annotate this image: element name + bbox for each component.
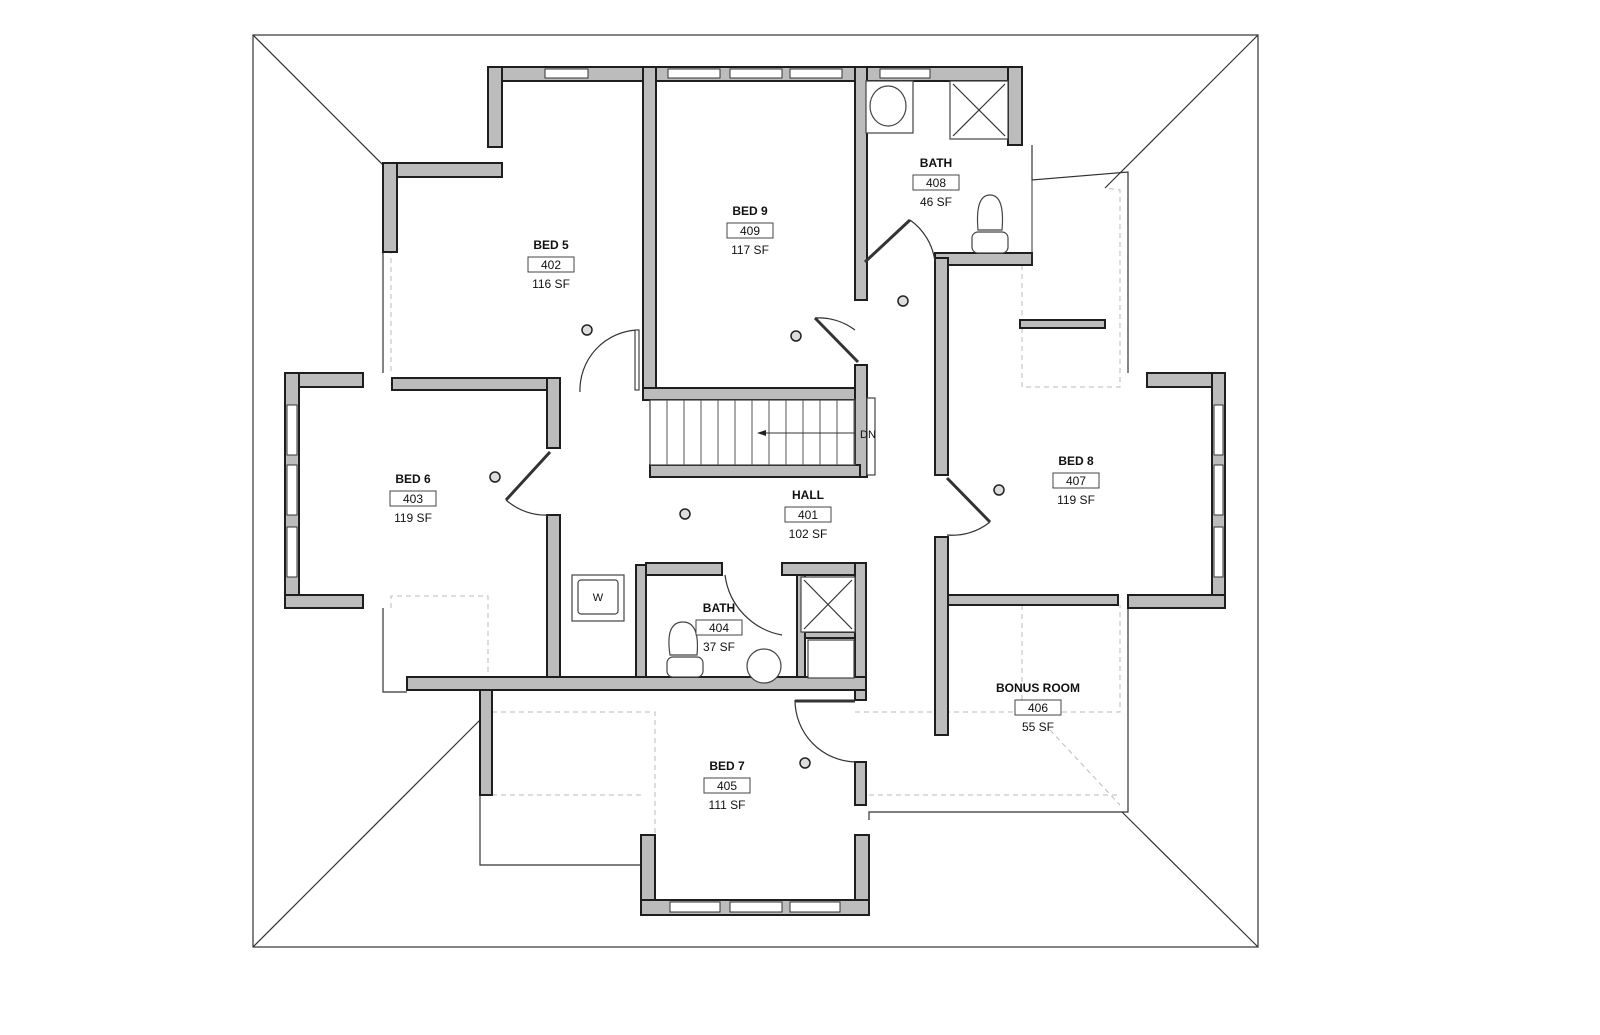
room-area: 55 SF <box>1022 720 1054 734</box>
ceiling-light-icon <box>993 484 1005 496</box>
room-number-box <box>389 490 437 507</box>
room-number-box <box>527 256 575 273</box>
ceiling-lines <box>390 176 1121 835</box>
doors <box>504 218 992 763</box>
room-number: 402 <box>541 258 561 272</box>
room-name: BED 9 <box>732 204 768 218</box>
room-number-box <box>703 777 751 794</box>
room-area: 102 SF <box>789 527 828 541</box>
room-label: BED 7 405 111 SF <box>703 759 751 812</box>
room-name: BATH <box>920 156 952 170</box>
stair: DN <box>649 397 876 476</box>
toilet-icon <box>976 194 1004 231</box>
room-area: 119 SF <box>1057 493 1095 507</box>
room-name: BED 8 <box>1058 454 1094 468</box>
ceiling-light-icon <box>897 295 909 307</box>
fixtures: W <box>571 80 1009 684</box>
room-area: 46 SF <box>920 195 952 209</box>
toilet-icon <box>668 621 699 656</box>
room-number: 403 <box>403 492 423 506</box>
room-number: 408 <box>926 176 946 190</box>
room-label: BATH 408 46 SF <box>912 156 960 209</box>
room-name: BONUS ROOM <box>996 681 1080 695</box>
room-label: BED 9 409 117 SF <box>726 204 774 257</box>
room-area: 117 SF <box>731 243 769 257</box>
room-number: 405 <box>717 779 737 793</box>
washer-label: W <box>593 592 604 604</box>
room-labels: BED 5 402 116 SF BED 9 409 117 SF BATH 408 46 SF… <box>389 156 1100 812</box>
room-name: BATH <box>703 601 735 615</box>
ceiling-light-icon <box>799 757 811 769</box>
room-label: BED 8 407 119 SF <box>1052 454 1100 507</box>
room-number-box <box>1052 472 1100 489</box>
ceiling-lights <box>489 295 1005 769</box>
windows <box>286 68 1224 913</box>
linen-closet <box>807 639 855 679</box>
room-label: HALL 401 102 SF <box>784 488 832 541</box>
room-number: 409 <box>740 224 760 238</box>
room-number: 404 <box>709 621 729 635</box>
room-number-box <box>726 222 774 239</box>
ceiling-light-icon <box>489 471 501 483</box>
room-area: 111 SF <box>709 798 746 812</box>
room-number-box <box>784 506 832 523</box>
room-number-box <box>912 174 960 191</box>
room-number: 407 <box>1066 474 1086 488</box>
ceiling-light-icon <box>679 508 691 520</box>
room-name: BED 7 <box>709 759 745 773</box>
room-label: BONUS ROOM 406 55 SF <box>996 681 1080 734</box>
room-area: 119 SF <box>394 511 432 525</box>
room-name: BED 6 <box>395 472 431 486</box>
sink-icon <box>746 648 782 684</box>
room-name: BED 5 <box>533 238 569 252</box>
room-name: HALL <box>792 488 824 502</box>
ceiling-light-icon <box>581 324 593 336</box>
room-label: BED 5 402 116 SF <box>527 238 575 291</box>
room-number-box <box>1014 699 1062 716</box>
ceiling-light-icon <box>790 330 802 342</box>
stair-down-label: DN <box>860 429 876 441</box>
room-area: 116 SF <box>532 277 570 291</box>
room-label: BATH 404 37 SF <box>695 601 743 654</box>
room-number-box <box>695 619 743 636</box>
room-number: 401 <box>798 508 818 522</box>
room-number: 406 <box>1028 701 1048 715</box>
room-area: 37 SF <box>703 640 735 654</box>
room-label: BED 6 403 119 SF <box>389 472 437 525</box>
